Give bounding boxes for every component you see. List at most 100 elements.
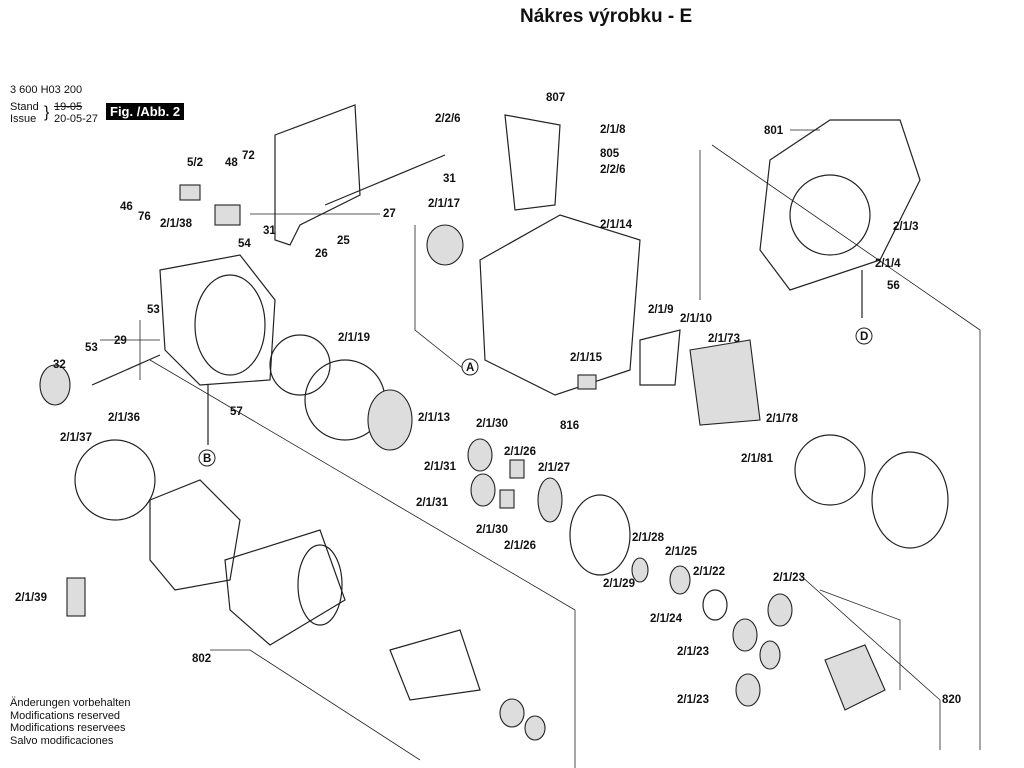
part-label: 46 (120, 201, 133, 213)
part-label: 2/1/30 (476, 418, 508, 430)
part-29 (91, 354, 161, 386)
figure-badge: Fig. /Abb. 2 (106, 103, 185, 120)
page-title: Nákres výrobku - E (520, 6, 693, 27)
part-label: 31 (443, 173, 456, 185)
part-label: 2/1/24 (650, 613, 683, 625)
marker-d: D (860, 331, 868, 343)
part-2-1-73 (689, 339, 761, 426)
part-label: 2/1/78 (766, 413, 799, 425)
part-label: 2/1/14 (600, 219, 633, 231)
part-2-1-17 (426, 224, 464, 266)
part-label: 2/2/6 (600, 164, 626, 176)
part-label: 27 (383, 208, 396, 220)
brace: } (44, 104, 50, 121)
part-ring-seal (871, 451, 949, 549)
part-label: 2/1/10 (680, 313, 712, 325)
leader-lines (100, 129, 981, 768)
part-2-1-24 (702, 589, 728, 621)
part-label: 32 (53, 359, 66, 371)
part-label: 2/1/13 (418, 412, 450, 424)
part-label: 2/1/31 (424, 461, 457, 473)
part-labels: 807 2/2/6 2/1/8 801 805 2/2/6 5/2 48 72 31 2/1/17 2… (15, 92, 961, 706)
part-armature (389, 629, 481, 701)
part-label: 29 (114, 335, 127, 347)
part-cover-grille (274, 104, 361, 246)
part-label: 26 (315, 248, 328, 260)
part-label: 31 (263, 225, 276, 237)
part-ring-2-1-19 (269, 334, 331, 396)
part-32 (39, 364, 71, 406)
part-label: 2/1/36 (108, 412, 140, 424)
part-label: 2/1/22 (693, 566, 725, 578)
part-label: 2/1/23 (677, 694, 709, 706)
part-motor-housing (159, 254, 276, 386)
part-label: 2/1/26 (504, 446, 536, 458)
part-gear-housing-2-1-14 (479, 214, 641, 396)
part-label: 2/1/17 (428, 198, 460, 210)
part-label: 2/1/30 (476, 524, 508, 536)
part-label: 2/1/23 (773, 572, 805, 584)
part-label: 2/1/38 (160, 218, 193, 230)
part-label: 2/1/25 (665, 546, 698, 558)
note: Modifications reserved (10, 709, 121, 722)
part-label: 56 (887, 280, 900, 292)
part-2-1-39 (66, 577, 86, 617)
part-label: 2/1/9 (648, 304, 674, 316)
part-label: 2/1/19 (338, 332, 370, 344)
part-label: 2/1/26 (504, 540, 536, 552)
part-label: 2/1/73 (708, 333, 740, 345)
part-2-1-27 (537, 477, 563, 523)
part-cover-801 (759, 119, 921, 291)
part-ring-gear-large (569, 494, 631, 576)
part-label: 816 (560, 420, 579, 432)
issue-date: 20-05-27 (54, 113, 99, 125)
part-label: 5/2 (187, 157, 203, 169)
part-label: 2/1/37 (60, 432, 92, 444)
part-stator-802 (224, 529, 346, 646)
note: Modifications reservees (10, 722, 126, 734)
part-label: 807 (546, 92, 565, 104)
marker-b: B (203, 453, 211, 465)
part-planet-carrier-820 (824, 644, 886, 711)
stand-label: Stand (10, 101, 39, 113)
part-label: 2/1/31 (416, 497, 449, 509)
note: Änderungen vorbehalten (10, 697, 131, 709)
part-label: 2/2/6 (435, 113, 461, 125)
part-label: 820 (942, 694, 961, 706)
note: Salvo modificaciones (10, 734, 114, 747)
part-label: 2/1/4 (875, 258, 901, 270)
old-date: 19-05 (54, 101, 83, 113)
part-label: 802 (192, 653, 211, 665)
part-label: 801 (764, 125, 784, 137)
part-5-2 (179, 184, 201, 201)
part-ring (794, 434, 866, 506)
part-label: 2/1/28 (632, 532, 665, 544)
part-label: 2/1/23 (677, 646, 709, 658)
notes: Änderungen vorbehalten Modifications res… (10, 697, 130, 747)
part-label: 57 (230, 406, 243, 418)
part-bracket-805 (504, 114, 561, 211)
part-label: 72 (242, 150, 255, 162)
part-label: 48 (225, 157, 238, 169)
part-label: 2/1/27 (538, 462, 570, 474)
part-label: 2/1/15 (570, 352, 603, 364)
issue-label: Issue (10, 113, 37, 125)
part-label: 2/1/8 (600, 124, 626, 136)
part-fan-2-1-36 (74, 439, 156, 521)
marker-a: A (466, 362, 474, 374)
part-ring-gear (367, 389, 413, 451)
part-label: 76 (138, 211, 151, 223)
markers: A B D (198, 327, 873, 467)
part-label: 805 (600, 148, 620, 160)
part-bearing-shield (149, 479, 241, 591)
parts (39, 104, 949, 741)
part-rod-27 (324, 154, 446, 206)
part-label: 2/1/29 (603, 578, 635, 590)
part-label: 54 (238, 238, 251, 250)
part-label: 2/1/81 (741, 453, 774, 465)
part-label: 2/1/39 (15, 592, 47, 604)
part-label: 25 (337, 235, 350, 247)
part-2-1-38 (214, 204, 241, 226)
